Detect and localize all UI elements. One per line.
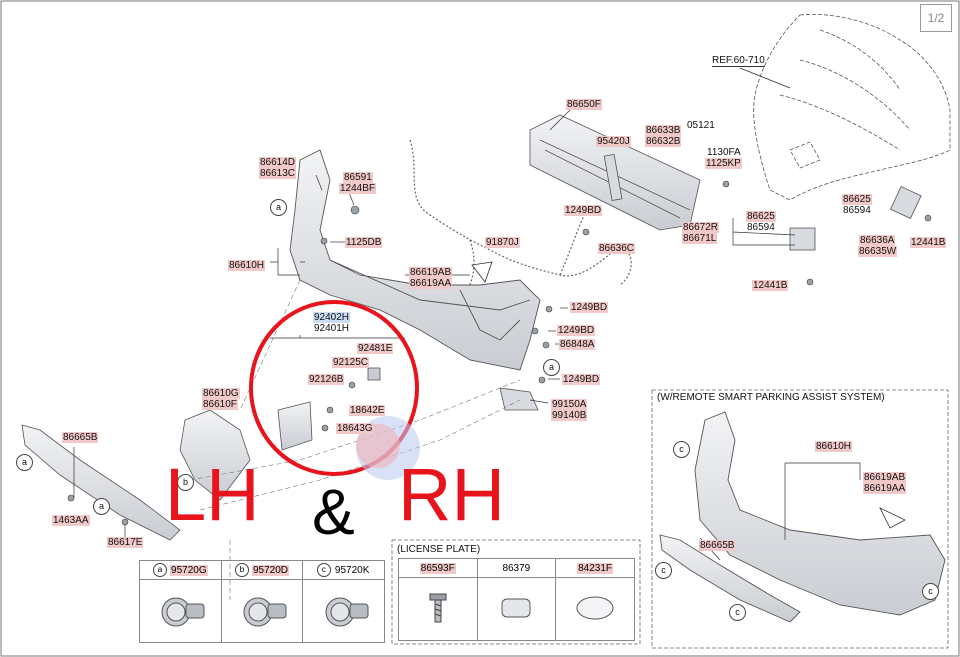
label-18642E[interactable]: 18642E [349,405,386,416]
label-86633B[interactable]: 86633B [645,125,682,136]
label-86636A[interactable]: 86636A [859,235,896,246]
license-img-bumper-pad [476,577,557,641]
label-86610G[interactable]: 86610G [202,388,240,399]
rsp-bumper [659,411,946,623]
socket [367,367,381,381]
label-1249BD-d[interactable]: 1249BD [562,374,601,385]
license-table: 86593F 86379 84231F [398,558,635,641]
ref-leader [739,67,791,89]
label-92402H[interactable]: 92402H [313,312,351,323]
label-86610F[interactable]: 86610F [202,399,238,410]
label-86594-a[interactable]: 86594 [747,222,775,233]
label-86591[interactable]: 86591 [343,172,373,183]
label-86635W[interactable]: 86635W [858,246,898,257]
callout-a-4: a [93,498,110,515]
license-img-ring [555,577,635,641]
label-86594-b[interactable]: 86594 [843,205,871,216]
sensor-img-b [220,579,304,643]
license-img-screw [398,577,478,641]
label-1463AA[interactable]: 1463AA [52,515,90,526]
label-rsp-86665B[interactable]: 86665B [699,540,736,551]
label-86625-b[interactable]: 86625 [842,194,872,205]
sensor-img-a [139,579,222,643]
red-ellipse [249,300,419,476]
label-86619AA[interactable]: 86619AA [409,278,453,289]
sensor-img-c [302,579,385,643]
fasteners [67,180,932,526]
label-92126B[interactable]: 92126B [308,374,345,385]
bumper-cover [289,149,541,371]
license-head-1[interactable]: 86593F [398,558,478,578]
overlay-rh: RH [398,453,505,536]
label-1125KP[interactable]: 1125KP [705,158,742,169]
label-86619AB[interactable]: 86619AB [409,267,453,278]
label-1130FA[interactable]: 1130FA [707,147,741,158]
label-86665B[interactable]: 86665B [62,432,99,443]
label-92481E[interactable]: 92481E [357,343,394,354]
label-99150A[interactable]: 99150A [551,399,588,410]
label-95420J[interactable]: 95420J [596,136,631,147]
overlay-amp: & [312,476,355,548]
label-rsp-86619AB[interactable]: 86619AB [863,472,907,483]
label-rsp-86610H[interactable]: 86610H [815,441,853,452]
overlay-lh: LH [165,453,260,536]
license-head-2[interactable]: 86379 [476,558,557,578]
pink-dot [356,424,400,468]
reflector [277,401,313,451]
label-86613C[interactable]: 86613C [259,168,297,179]
callout-c-2: c [655,562,672,579]
label-86672R[interactable]: 86672R [682,222,720,233]
label-86632B[interactable]: 86632B [645,136,682,147]
label-92401H[interactable]: 92401H [314,323,350,334]
label-86671L[interactable]: 86671L [682,233,718,244]
label-86614D[interactable]: 86614D [259,157,297,168]
skid-plate [21,424,181,541]
callout-a-1: a [270,199,287,216]
quarter-panel [753,14,951,201]
label-12441B-a[interactable]: 12441B [910,237,947,248]
label-1249BD-c[interactable]: 1249BD [557,325,596,336]
label-86650F[interactable]: 86650F [566,99,602,110]
label-1125DB[interactable]: 1125DB [345,237,383,248]
label-1249BD-a[interactable]: 1249BD [564,205,603,216]
label-86617E[interactable]: 86617E [107,537,144,548]
label-86610H[interactable]: 86610H [228,260,266,271]
callout-c-1: c [673,441,690,458]
license-box [391,539,641,645]
side-bracket-2 [890,185,922,219]
rsp-title: (W/REMOTE SMART PARKING ASSIST SYSTEM) [657,392,885,403]
ref-label: REF.60-710 [712,55,765,67]
label-86848A[interactable]: 86848A [559,339,596,350]
label-05121[interactable]: 05121 [687,120,715,131]
license-title: (LICENSE PLATE) [397,544,481,555]
callout-c-4: c [922,583,939,600]
callout-a-3: a [16,454,33,471]
label-92125C[interactable]: 92125C [332,357,370,368]
callout-b-1: b [177,474,194,491]
callout-c-3: c [729,604,746,621]
side-bracket [789,227,816,251]
tow-bracket [499,387,539,411]
license-head-3[interactable]: 84231F [555,558,635,578]
label-1244BF[interactable]: 1244BF [339,183,377,194]
label-rsp-86619AA[interactable]: 86619AA [863,483,907,494]
page-indicator[interactable]: 1/2 [920,4,952,32]
label-86636C[interactable]: 86636C [598,243,636,254]
callout-a-2: a [543,359,560,376]
label-18643G[interactable]: 18643G [336,423,374,434]
label-1249BD-b[interactable]: 1249BD [570,302,609,313]
label-86625-a[interactable]: 86625 [746,211,776,222]
rsp-box [651,389,949,649]
label-12441B-b[interactable]: 12441B [752,280,789,291]
label-99140B[interactable]: 99140B [551,410,588,421]
side-cover [179,409,251,501]
label-91870J[interactable]: 91870J [485,237,520,248]
